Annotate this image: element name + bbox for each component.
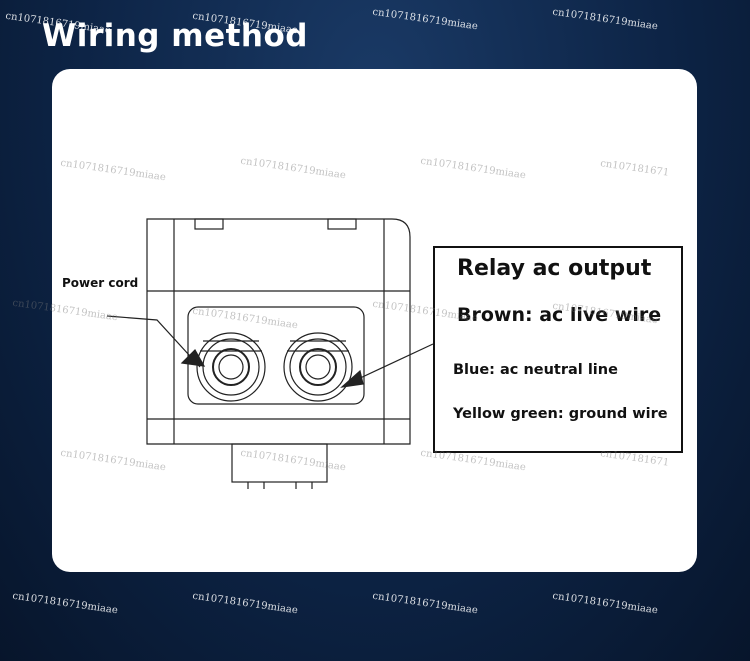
page-title: Wiring method [42,18,308,54]
legend-brown: Brown: ac live wire [457,304,662,326]
cable-gland-right [283,332,353,402]
power-cord-label: Power cord [62,276,139,290]
device-body [146,218,411,445]
power-cord-arrow [180,349,206,367]
relay-output-arrow [340,369,364,388]
watermark: cn1071816719miaae [191,590,299,617]
watermark: cn1071816719miaae [551,590,659,617]
legend-blue: Blue: ac neutral line [453,362,618,378]
bottom-connector [231,443,328,483]
top-tab-right [327,218,357,230]
cable-gland-left [196,332,266,402]
watermark: cn1071816719miaae [551,6,659,33]
watermark: cn1071816719miaae [371,6,479,33]
watermark: cn1071816719miaae [11,590,119,617]
device-drawing [106,218,434,489]
watermark: cn1071816719miaae [371,590,479,617]
diagram-card: Power cord Relay ac output Brown: ac liv… [52,69,697,572]
gland-plate [187,306,365,405]
power-cord-leader [106,315,201,368]
top-tab-left [194,218,224,230]
legend-yellow-green: Yellow green: ground wire [453,406,668,422]
relay-output-legend: Relay ac output Brown: ac live wire Blue… [433,246,683,453]
relay-output-leader [355,343,434,381]
legend-heading: Relay ac output [457,256,652,281]
